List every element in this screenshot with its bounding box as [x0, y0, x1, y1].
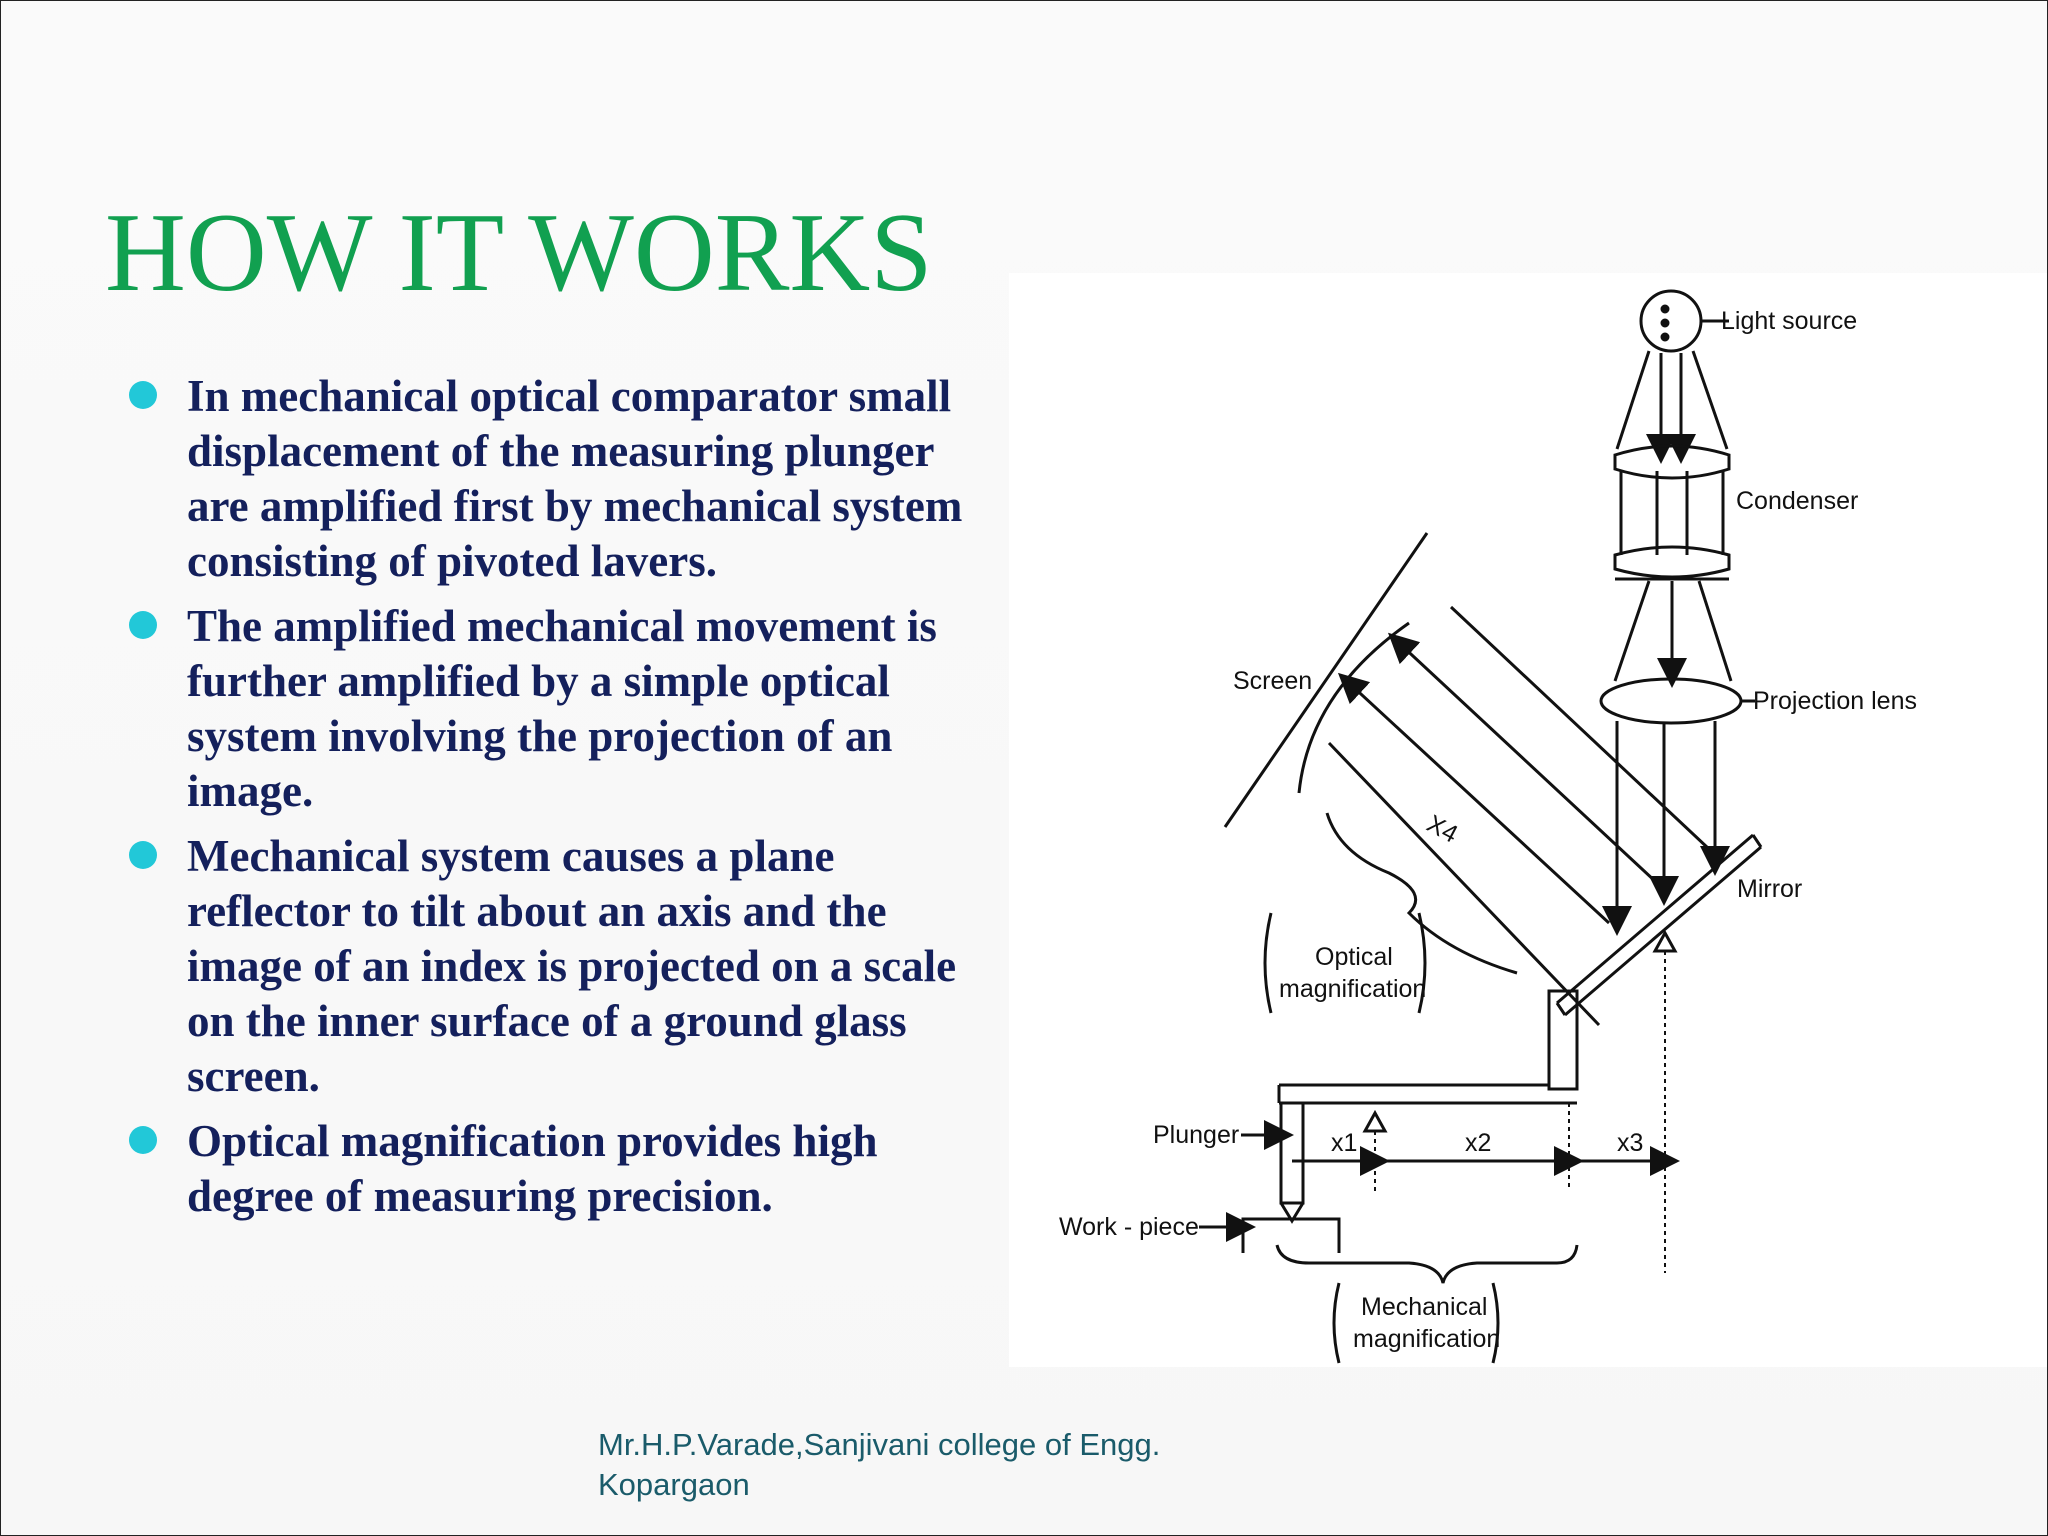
lever [1277, 989, 1579, 1105]
label-mech-mag-1: Mechanical [1361, 1293, 1487, 1321]
bullet-text: Optical magnification provides high degr… [187, 1116, 878, 1221]
bullet-dot-icon [129, 611, 157, 639]
bullet-text: The amplified mechanical movement is fur… [187, 601, 937, 816]
label-light-source: Light source [1721, 307, 1857, 335]
mirror [1555, 833, 1763, 1017]
bullet-item: In mechanical optical comparator small d… [121, 369, 1001, 589]
label-condenser: Condenser [1736, 487, 1858, 515]
label-optical-mag-2: magnification [1279, 975, 1426, 1003]
light-source-lamp [1639, 289, 1703, 353]
label-x4: X4 [1422, 810, 1462, 849]
bullet-list: In mechanical optical comparator small d… [121, 369, 1001, 1234]
condenser [1613, 444, 1731, 581]
bullet-dot-icon [129, 1126, 157, 1154]
bullet-item: Optical magnification provides high degr… [121, 1114, 1001, 1224]
label-work-piece: Work - piece [1059, 1213, 1199, 1241]
slide-title: HOW IT WORKS [105, 191, 933, 315]
plunger [1279, 1101, 1305, 1224]
bullet-text: In mechanical optical comparator small d… [187, 371, 963, 586]
label-optical-mag-1: Optical [1315, 943, 1393, 971]
bullet-item: The amplified mechanical movement is fur… [121, 599, 1001, 819]
label-plunger: Plunger [1153, 1121, 1239, 1149]
label-mech-mag-2: magnification [1353, 1325, 1500, 1353]
bullet-item: Mechanical system causes a plane reflect… [121, 829, 1001, 1104]
bullet-dot-icon [129, 381, 157, 409]
label-projection-lens: Projection lens [1753, 687, 1917, 715]
bullet-dot-icon [129, 841, 157, 869]
label-mirror: Mirror [1737, 875, 1802, 903]
label-x3: x3 [1617, 1129, 1643, 1157]
label-x2: x2 [1465, 1129, 1491, 1157]
footer-line-2: Kopargaon [598, 1467, 750, 1502]
work-piece [1241, 1217, 1341, 1253]
comparator-diagram: Light source Condenser Projection lens S… [1009, 273, 2047, 1367]
footer-line-1: Mr.H.P.Varade,Sanjivani college of Engg. [598, 1427, 1161, 1462]
label-x1: x1 [1331, 1129, 1357, 1157]
screen [1223, 532, 1429, 828]
comparator-diagram-svg: Light source Condenser Projection lens S… [1059, 289, 1917, 1364]
bullet-text: Mechanical system causes a plane reflect… [187, 831, 957, 1101]
footer-credit: Mr.H.P.Varade,Sanjivani college of Engg.… [598, 1425, 1160, 1505]
label-screen: Screen [1233, 667, 1312, 695]
projection-lens [1599, 677, 1743, 725]
